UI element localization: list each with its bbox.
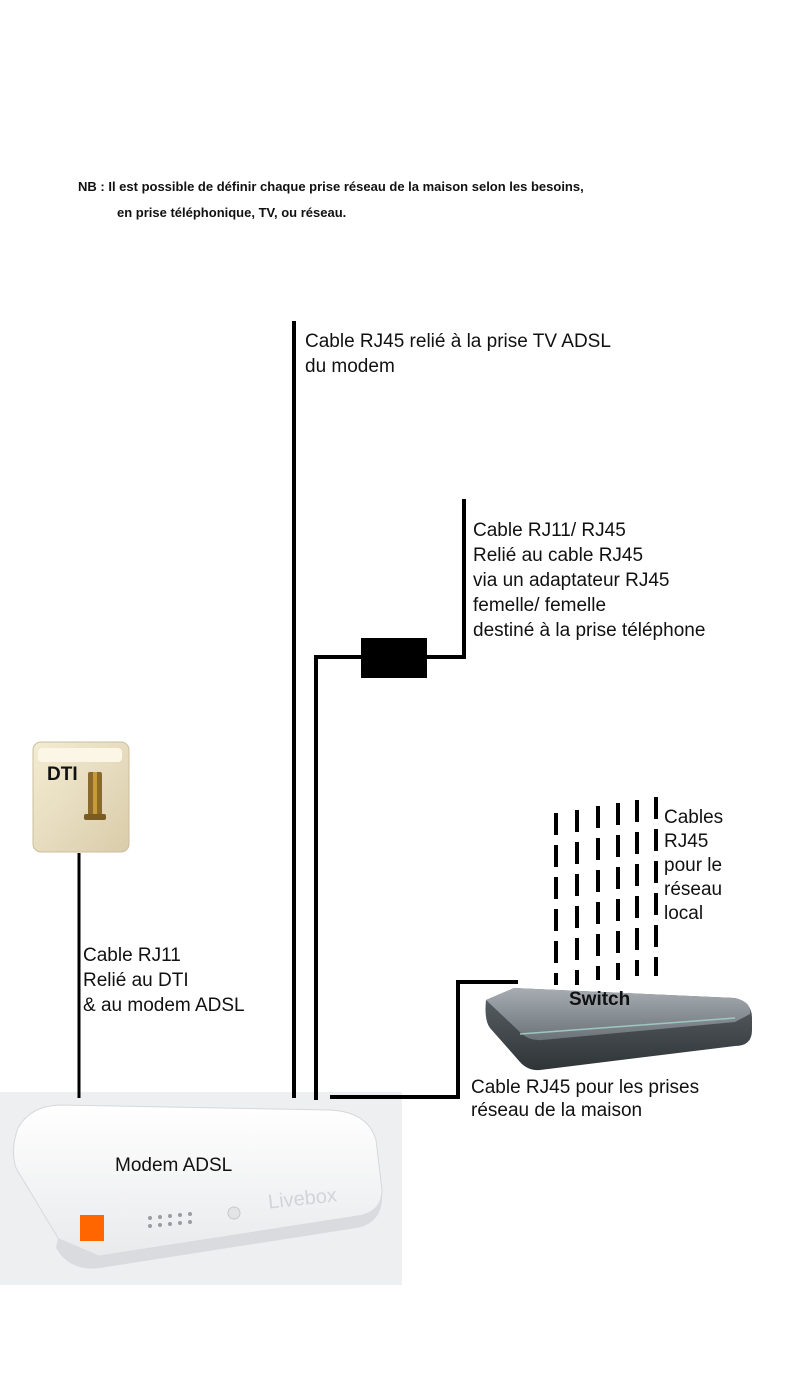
phone-cable-lower <box>314 655 362 1100</box>
switch-label: Switch <box>569 989 631 1010</box>
local-network-cables <box>554 797 658 985</box>
rj45-adapter <box>361 638 427 678</box>
local-cables-label-line: réseau <box>664 879 723 900</box>
orange-logo <box>80 1215 104 1241</box>
local-cables-label-line: pour le <box>664 855 723 876</box>
rj11-cable-label: Cable RJ11 Relié au DTI & au modem ADSL <box>83 943 245 1018</box>
phone-cable-label: Cable RJ11/ RJ45 Relié au cable RJ45 via… <box>473 518 705 643</box>
phone-cable-label-line: via un adaptateur RJ45 <box>473 570 670 591</box>
note-line-1: NB : Il est possible de définir chaque p… <box>78 179 584 194</box>
house-cable-label-line: réseau de la maison <box>471 1100 643 1121</box>
local-cables-label-line: Cables <box>664 807 724 828</box>
switch-device <box>485 988 752 1071</box>
tv-cable-label-line: du modem <box>305 356 395 377</box>
house-cable-label-line: Cable RJ45 pour les prises <box>471 1077 700 1098</box>
rj11-cable-label-line: Relié au DTI <box>83 970 189 991</box>
phone-cable-upper <box>426 499 466 659</box>
local-cables-label: Cables RJ45 pour le réseau local <box>664 806 723 926</box>
dti-label: DTI <box>47 764 78 785</box>
phone-cable-label-line: femelle/ femelle <box>473 595 607 616</box>
local-cables-label-line: RJ45 <box>664 831 709 852</box>
tv-cable-label-line: Cable RJ45 relié à la prise TV ADSL <box>305 331 611 352</box>
modem-label: Modem ADSL <box>115 1155 233 1176</box>
phone-cable-label-line: Cable RJ11/ RJ45 <box>473 520 626 541</box>
local-cables-label-line: local <box>664 903 704 924</box>
house-cable-label: Cable RJ45 pour les prises réseau de la … <box>471 1076 699 1122</box>
rj11-cable-label-line: Cable RJ11 <box>83 945 181 966</box>
modem-button <box>227 1206 241 1220</box>
tv-cable-label: Cable RJ45 relié à la prise TV ADSL du m… <box>305 329 611 379</box>
phone-cable-label-line: Relié au cable RJ45 <box>473 545 644 566</box>
modem-device <box>12 1104 383 1269</box>
house-network-cable <box>330 980 518 1099</box>
rj11-cable-label-line: & au modem ADSL <box>83 995 245 1016</box>
modem-status-lights <box>148 1212 192 1228</box>
phone-cable-label-line: destiné à la prise téléphone <box>473 620 706 641</box>
note-line-2: en prise téléphonique, TV, ou réseau. <box>117 205 347 220</box>
dti-socket <box>32 741 130 853</box>
